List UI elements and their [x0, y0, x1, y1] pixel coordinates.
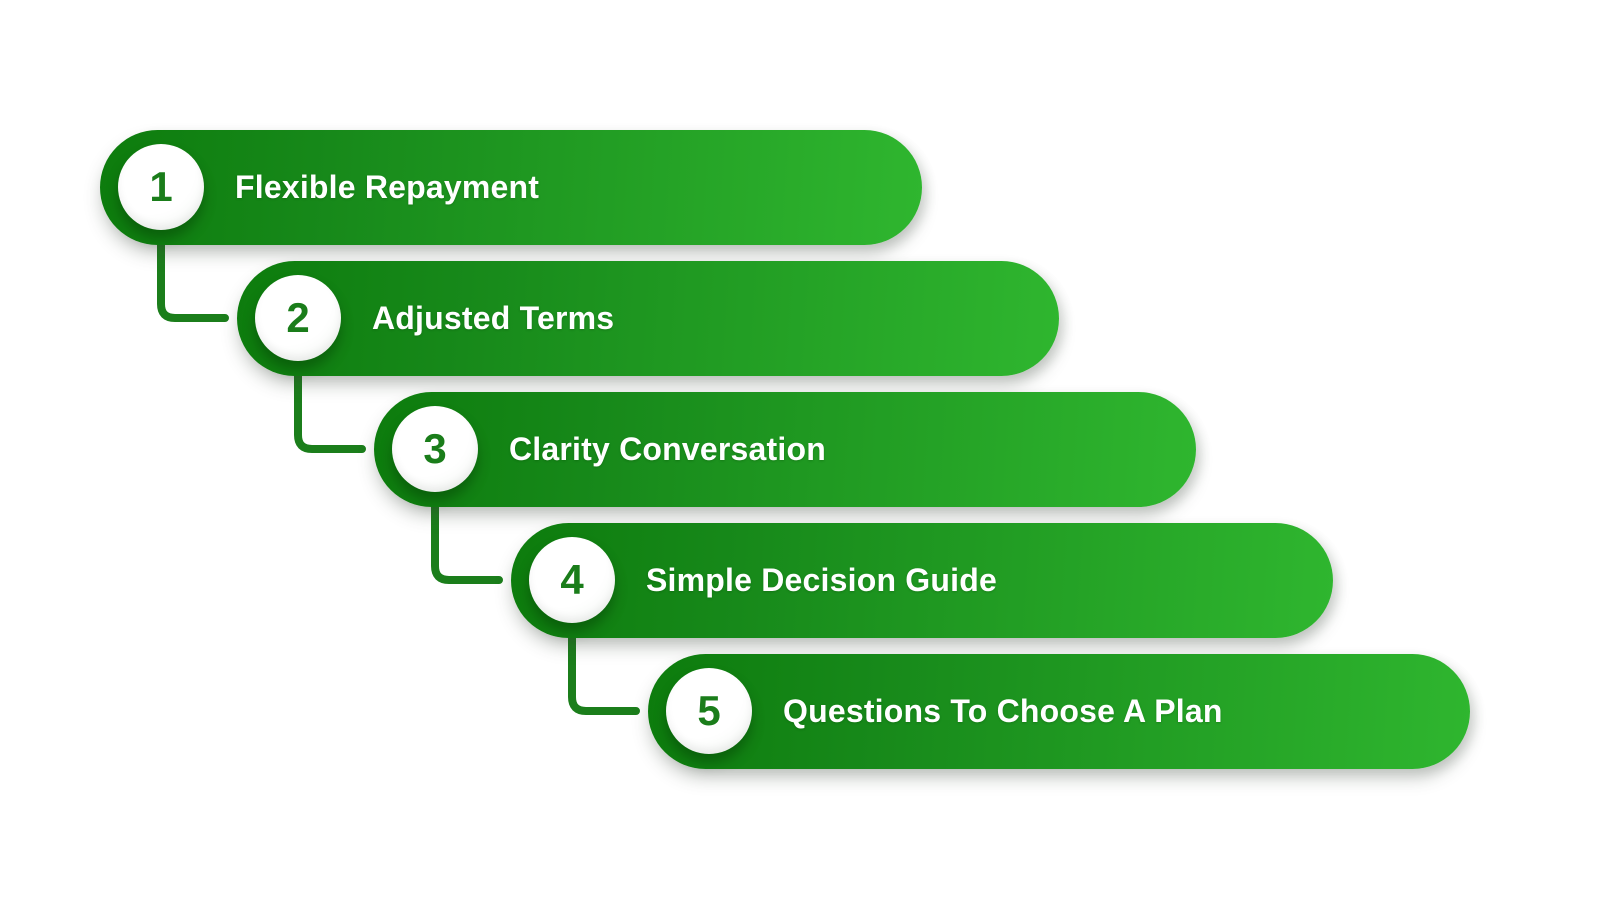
- step-4-number-circle: 4: [529, 537, 615, 623]
- step-4-number: 4: [560, 556, 584, 603]
- step-3: 3 Clarity Conversation: [374, 392, 1196, 507]
- step-3-number: 3: [423, 425, 447, 472]
- step-3-number-circle: 3: [392, 406, 478, 492]
- step-2-label: Adjusted Terms: [372, 300, 615, 336]
- step-5: 5 Questions To Choose A Plan: [648, 654, 1470, 769]
- step-4-label: Simple Decision Guide: [646, 562, 997, 598]
- step-1-bar: 1 Flexible Repayment: [100, 130, 922, 245]
- step-5-number: 5: [697, 687, 721, 734]
- step-5-label: Questions To Choose A Plan: [783, 693, 1223, 729]
- step-3-bar: 3 Clarity Conversation: [374, 392, 1196, 507]
- connector-step3-step4: [431, 493, 503, 584]
- step-2-number: 2: [286, 294, 310, 341]
- step-4: 4 Simple Decision Guide: [511, 523, 1333, 638]
- connector-step1-step2: [157, 231, 229, 322]
- step-2-number-circle: 2: [255, 275, 341, 361]
- step-3-label: Clarity Conversation: [509, 431, 826, 467]
- step-5-bar: 5 Questions To Choose A Plan: [648, 654, 1470, 769]
- step-2: 2 Adjusted Terms: [237, 261, 1059, 376]
- step-1-number-circle: 1: [118, 144, 204, 230]
- step-1-label: Flexible Repayment: [235, 169, 540, 205]
- step-1: 1 Flexible Repayment: [100, 130, 922, 245]
- step-1-number: 1: [149, 163, 173, 210]
- connector-step2-step3: [294, 362, 366, 453]
- connector-step4-step5: [568, 624, 640, 715]
- step-4-bar: 4 Simple Decision Guide: [511, 523, 1333, 638]
- step-2-bar: 2 Adjusted Terms: [237, 261, 1059, 376]
- step-5-number-circle: 5: [666, 668, 752, 754]
